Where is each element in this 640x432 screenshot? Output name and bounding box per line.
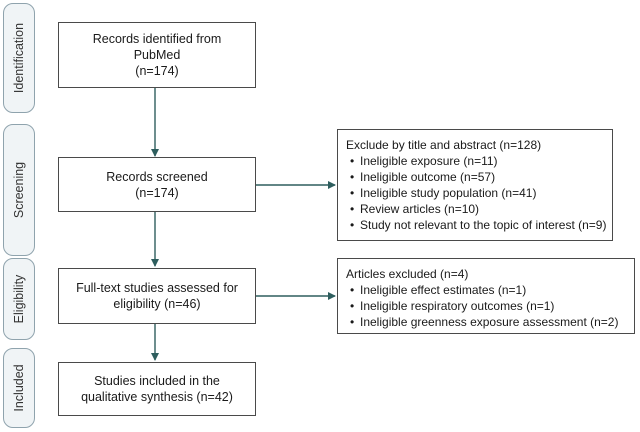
phase-identification: Identification [3, 3, 35, 113]
records-screened-line1: Records screened [106, 169, 208, 184]
list-item: • Ineligible greenness exposure assessmen… [350, 314, 626, 330]
exclusion-reason: Ineligible outcome (n=57) [360, 170, 496, 184]
box-articles-excluded: Articles excluded (n=4) • Ineligible effe… [337, 258, 635, 334]
list-item: • Ineligible outcome (n=57) [350, 169, 604, 185]
phase-identification-label: Identification [12, 22, 26, 94]
phase-eligibility-label: Eligibility [12, 274, 26, 324]
phase-screening: Screening [3, 124, 35, 256]
excluded-title-abstract-heading: Exclude by title and abstract (n=128) [346, 138, 542, 152]
list-item: • Ineligible study population (n=41) [350, 185, 604, 201]
phase-screening-label: Screening [12, 161, 26, 219]
bullet-icon: • [350, 218, 355, 232]
phase-included-label: Included [12, 364, 26, 412]
exclusion-reason: Ineligible respiratory outcomes (n=1) [360, 299, 555, 313]
box-fulltext-assessed: Full-text studies assessed for eligibili… [58, 268, 256, 324]
bullet-icon: • [350, 299, 355, 313]
exclusion-reason: Study not relevant to the topic of inter… [360, 218, 607, 232]
exclusion-reason: Ineligible study population (n=41) [360, 186, 537, 200]
box-records-screened: Records screened (n=174) [58, 157, 256, 212]
list-item: • Ineligible exposure (n=11) [350, 153, 604, 169]
list-item: • Study not relevant to the topic of inte… [350, 217, 607, 233]
excluded-title-abstract-list: • Ineligible exposure (n=11) • Ineligible … [346, 153, 607, 233]
records-identified-count: (n=174) [135, 64, 179, 78]
records-screened-count: (n=174) [135, 185, 179, 200]
bullet-icon: • [350, 202, 355, 216]
records-identified-line1: Records identified from [92, 32, 222, 46]
exclusion-reason: Ineligible greenness exposure assessment… [360, 315, 619, 329]
bullet-icon: • [350, 154, 355, 168]
exclusion-reason: Review articles (n=10) [360, 202, 480, 216]
box-studies-included: Studies included in the qualitative synt… [58, 362, 256, 416]
bullet-icon: • [350, 315, 355, 329]
studies-included-line1: Studies included in the [94, 374, 220, 388]
box-excluded-title-abstract: Exclude by title and abstract (n=128) • I… [337, 129, 613, 241]
list-item: • Ineligible respiratory outcomes (n=1) [350, 298, 626, 314]
bullet-icon: • [350, 186, 355, 200]
exclusion-reason: Ineligible effect estimates (n=1) [360, 283, 527, 297]
studies-included-line2: qualitative synthesis (n=42) [81, 390, 233, 404]
exclusion-reason: Ineligible exposure (n=11) [360, 154, 498, 168]
list-item: • Ineligible effect estimates (n=1) [350, 282, 626, 298]
list-item: • Review articles (n=10) [350, 201, 604, 217]
fulltext-assessed-line2: eligibility (n=46) [113, 297, 201, 311]
phase-included: Included [3, 348, 35, 428]
records-identified-line2: PubMed [133, 48, 181, 62]
articles-excluded-heading: Articles excluded (n=4) [346, 267, 469, 281]
bullet-icon: • [350, 283, 355, 297]
phase-eligibility: Eligibility [3, 258, 35, 340]
box-records-identified: Records identified from PubMed (n=174) [58, 22, 256, 88]
bullet-icon: • [350, 170, 355, 184]
fulltext-assessed-line1: Full-text studies assessed for [76, 281, 238, 295]
articles-excluded-list: • Ineligible effect estimates (n=1) • Inel… [346, 282, 626, 330]
